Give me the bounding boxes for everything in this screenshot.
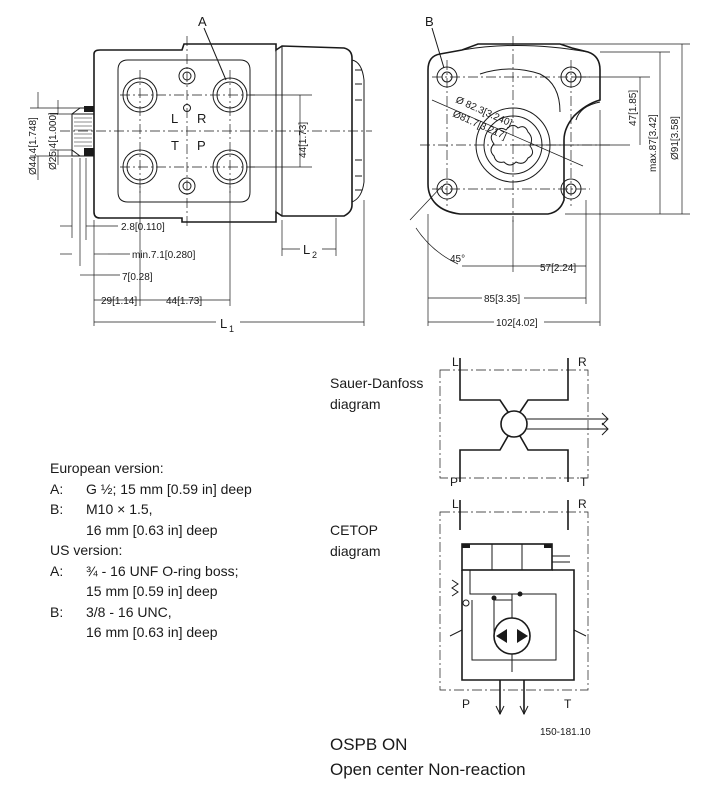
port-thread-notes: European version: A: G ½; 15 mm [0.59 in…	[50, 458, 252, 643]
dim-port-height: 44[1.73]	[298, 122, 309, 158]
eu-port-b: B: M10 × 1.5,	[50, 501, 153, 517]
sauer-label-t: T	[580, 475, 588, 489]
cetop-caption: CETOP diagram	[330, 522, 381, 559]
dim-91: Ø91[3.58]	[670, 116, 681, 160]
label-l: L	[171, 111, 178, 126]
dim-29: 29[1.14]	[101, 296, 137, 307]
us-heading: US version:	[50, 542, 123, 558]
label-port-a: A	[198, 14, 207, 29]
eu-port-a: A: G ½; 15 mm [0.59 in] deep	[50, 480, 252, 497]
dim-57: 57[2.24]	[540, 263, 576, 274]
cetop-label-p: P	[462, 697, 470, 711]
dim-inner-diameter: Ø25.4[1.000]	[48, 112, 59, 170]
dim-102: 102[4.02]	[496, 318, 538, 329]
dim-2-8: 2.8[0.110]	[121, 222, 165, 233]
eu-port-b-depth: 16 mm [0.63 in] deep	[86, 521, 218, 538]
dim-max-87: max.87[3.42]	[648, 114, 659, 172]
sauer-label-l: L	[452, 355, 459, 369]
dim-44-horizontal: 44[1.73]	[166, 296, 202, 307]
sauer-label-r: R	[578, 355, 587, 369]
dim-angle-45: 45°	[450, 254, 465, 265]
sauer-danfoss-diagram: L R P T	[439, 355, 609, 489]
dim-l2-sub: 2	[312, 250, 317, 260]
dim-outer-diameter: Ø44.4[1.748]	[28, 117, 39, 175]
side-mounting-bolts	[436, 66, 582, 200]
dim-l2: L	[303, 242, 310, 257]
dim-min-7-1: min.7.1[0.280]	[132, 250, 196, 261]
label-r: R	[197, 111, 206, 126]
drawing-number: 150-181.10	[540, 727, 591, 738]
title-line-1: OSPB ON	[330, 735, 408, 754]
us-port-a-depth: 15 mm [0.59 in] deep	[86, 583, 218, 599]
cetop-diagram: L R P T	[439, 497, 589, 716]
cetop-label-r: R	[578, 497, 587, 511]
dim-l1: L	[220, 316, 227, 331]
us-port-b-depth: 16 mm [0.63 in] deep	[86, 624, 218, 640]
label-p: P	[197, 138, 206, 153]
cetop-label-l: L	[452, 497, 459, 511]
front-view: A L R T P Ø44.4[1.748] Ø25.4[1.000] 44[1…	[28, 14, 372, 334]
title-line-2: Open center Non-reaction	[330, 760, 526, 779]
eu-heading: European version:	[50, 460, 164, 476]
label-t: T	[171, 138, 179, 153]
side-view: Ø 82.3[3.240] Ø81.7[3.217] B 47[1.85] ma…	[409, 14, 690, 329]
label-port-b: B	[425, 14, 434, 29]
product-title: OSPB ON Open center Non-reaction	[330, 732, 526, 782]
us-port-b: B: 3/8 - 16 UNC,	[50, 603, 172, 620]
dim-l1-sub: 1	[229, 324, 234, 334]
sauer-label-p: P	[450, 475, 458, 489]
us-port-a: A: ¾ - 16 UNF O-ring boss;	[50, 562, 239, 579]
dim-7: 7[0.28]	[122, 272, 153, 283]
dim-85: 85[3.35]	[484, 294, 520, 305]
dim-47: 47[1.85]	[628, 90, 639, 126]
cetop-label-t: T	[564, 697, 572, 711]
sauer-danfoss-caption: Sauer-Danfoss diagram	[330, 375, 424, 412]
